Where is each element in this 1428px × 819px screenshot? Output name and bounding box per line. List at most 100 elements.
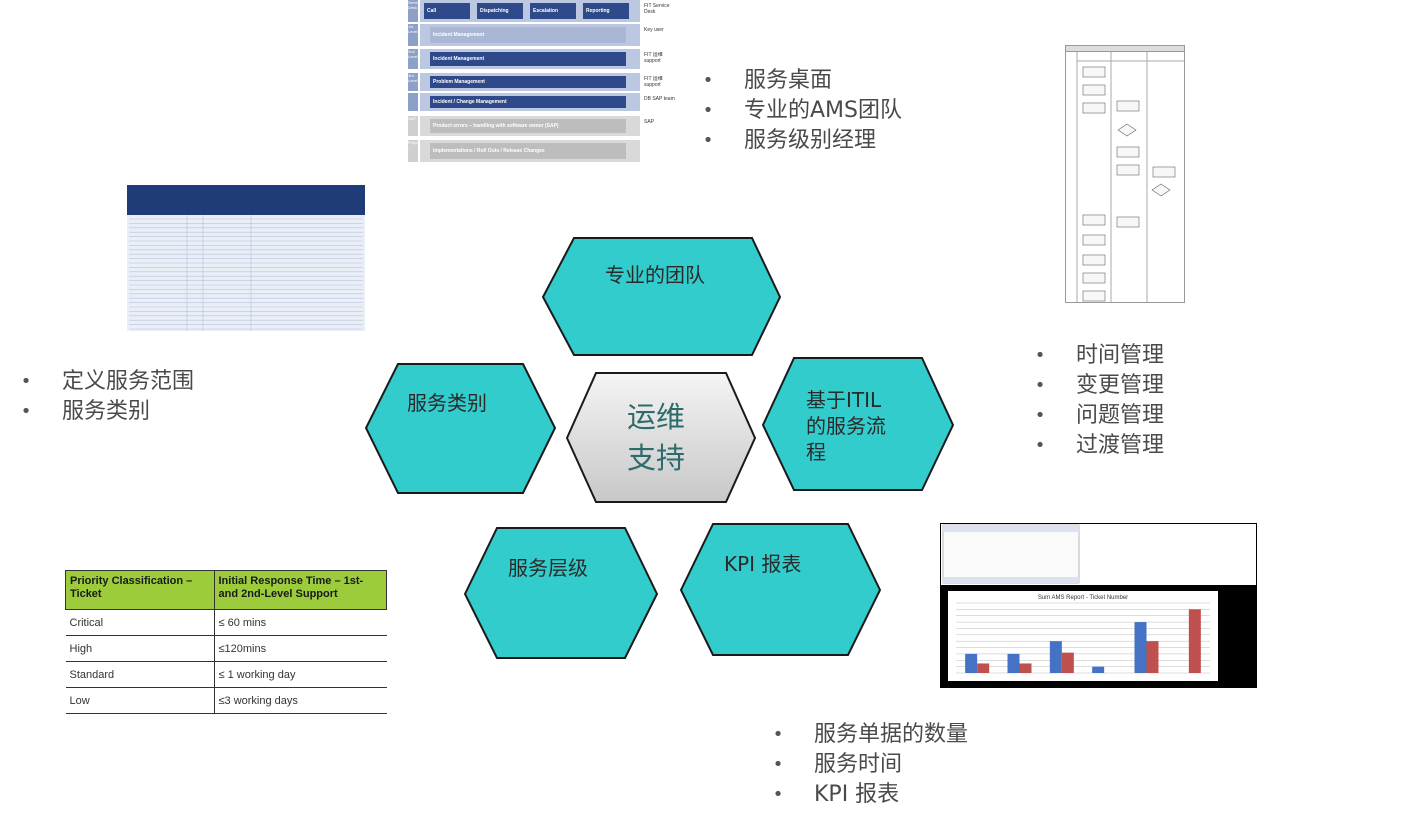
list-item: •服务单据的数量 — [772, 722, 969, 747]
org-note: FIT 运维 support — [644, 52, 663, 64]
list-item: •问题管理 — [1034, 403, 1165, 428]
kpi-bar — [1188, 609, 1201, 673]
bullets-left: •定义服务范围 •服务类别 — [16, 367, 194, 427]
hex-center — [565, 372, 757, 503]
kpi-bar — [1061, 652, 1074, 673]
org-note: FIT 运维 support — [644, 76, 663, 88]
list-item: •时间管理 — [1034, 343, 1165, 368]
flow-decision — [1151, 183, 1171, 197]
table-cell: Low — [65, 687, 215, 714]
table-cell: ≤3 working days — [214, 687, 387, 714]
hex-category-label: 服务类别 — [407, 391, 487, 415]
org-side-label: Projects — [408, 140, 418, 162]
hex-category — [364, 363, 557, 494]
org-box: Product errors – handling with software … — [430, 119, 626, 133]
service-catalog-thumbnail — [127, 185, 365, 331]
hex-kpi-label: KPI 报表 — [724, 552, 802, 576]
table-cell: ≤ 60 mins — [214, 609, 387, 636]
flow-box — [1082, 254, 1106, 266]
flow-box — [1082, 84, 1106, 96]
table-row: Critical ≤ 60 mins — [65, 609, 387, 636]
kpi-bar — [977, 663, 990, 673]
flow-box — [1082, 290, 1106, 302]
kpi-bar — [1007, 653, 1020, 673]
list-item: •过渡管理 — [1034, 433, 1165, 458]
table-cell: ≤120mins — [214, 635, 387, 662]
kpi-report-thumbnail: Sum AMS Report - Ticket Number — [940, 523, 1257, 688]
hex-itil-label-3: 程 — [806, 440, 826, 464]
flow-box — [1082, 272, 1106, 284]
flow-box — [1082, 102, 1106, 114]
org-box: Problem Management — [430, 76, 626, 88]
hex-team-label: 专业的团队 — [605, 263, 705, 287]
list-item: •服务时间 — [772, 752, 903, 777]
org-note: FIT Service Desk — [644, 3, 670, 15]
org-side-label: 3rd Level — [408, 73, 418, 91]
table-cell: ≤ 1 working day — [214, 661, 387, 688]
table-row: Low ≤3 working days — [65, 687, 387, 714]
org-side-label: 2nd Level — [408, 49, 418, 69]
org-note: SAP — [644, 119, 655, 125]
list-item: •专业的AMS团队 — [702, 98, 902, 123]
table-header: Initial Response Time – 1st-and 2nd-Leve… — [213, 570, 387, 610]
bullets-right: •时间管理 •变更管理 •问题管理 •过渡管理 — [1030, 341, 1164, 461]
org-box: Incident / Change Management — [430, 96, 626, 108]
flow-box — [1116, 216, 1140, 228]
flow-box — [1082, 214, 1106, 226]
center-label-2: 支持 — [627, 441, 686, 475]
hex-level-label: 服务层级 — [508, 556, 588, 580]
flow-decision — [1117, 123, 1137, 137]
list-item: •服务桌面 — [702, 68, 833, 93]
list-item: •定义服务范围 — [20, 369, 195, 394]
support-levels-thumbnail: Service Desk Call Dispatching Escalation Rep… — [408, 0, 678, 165]
org-note: DB SAP team — [644, 96, 675, 102]
bullets-top: •服务桌面 •专业的AMS团队 •服务级别经理 — [698, 66, 902, 156]
list-item: •服务类别 — [20, 399, 151, 424]
flow-box — [1082, 234, 1106, 246]
table-cell: Standard — [65, 661, 215, 688]
kpi-bar — [1146, 641, 1159, 673]
flow-box — [1116, 164, 1140, 176]
kpi-bar — [1049, 641, 1062, 673]
table-row: Standard ≤ 1 working day — [65, 661, 387, 688]
flow-box — [1152, 166, 1176, 178]
hex-itil-label-2: 的服务流 — [806, 414, 886, 438]
table-cell: Critical — [65, 609, 215, 636]
org-note: Key user — [644, 27, 664, 33]
org-box: Reporting — [583, 3, 629, 19]
kpi-bar — [965, 653, 978, 673]
hex-team — [541, 237, 782, 356]
org-box: Incident Management — [430, 27, 626, 43]
hex-itil — [761, 357, 955, 491]
center-label-1: 运维 — [627, 400, 686, 434]
org-side-label: 1st Level — [408, 24, 418, 46]
list-item: •服务级别经理 — [702, 128, 877, 153]
flow-box — [1116, 100, 1140, 112]
flow-box — [1082, 66, 1106, 78]
list-item: •KPI 报表 — [772, 782, 900, 807]
kpi-chart-title: Sum AMS Report - Ticket Number — [1038, 595, 1128, 601]
org-box: Implementations / Roll Outs / Release Ch… — [430, 143, 626, 159]
org-side-label: Service Desk — [408, 0, 418, 22]
org-side-label: SAP — [408, 116, 418, 136]
process-flow-thumbnail — [1065, 45, 1185, 303]
flow-box — [1116, 146, 1140, 158]
table-header: Priority Classification – Ticket — [65, 570, 215, 610]
kpi-bar — [1019, 663, 1032, 673]
kpi-bar — [1134, 622, 1147, 673]
priority-table: Priority Classification – Ticket Initial… — [65, 570, 387, 714]
table-row: High ≤120mins — [65, 635, 387, 662]
table-header-row: Priority Classification – Ticket Initial… — [65, 570, 387, 610]
org-box: Incident Management — [430, 52, 626, 66]
hex-level — [463, 527, 659, 659]
hex-itil-label-1: 基于ITIL — [806, 388, 882, 412]
org-box: Dispatching — [477, 3, 523, 19]
org-box: Call — [424, 3, 470, 19]
hex-kpi — [679, 523, 882, 656]
kpi-bar — [1092, 666, 1105, 673]
org-side-label — [408, 93, 418, 111]
table-cell: High — [65, 635, 215, 662]
bullets-bottom: •服务单据的数量 •服务时间 •KPI 报表 — [768, 720, 968, 810]
org-box: Escalation — [530, 3, 576, 19]
